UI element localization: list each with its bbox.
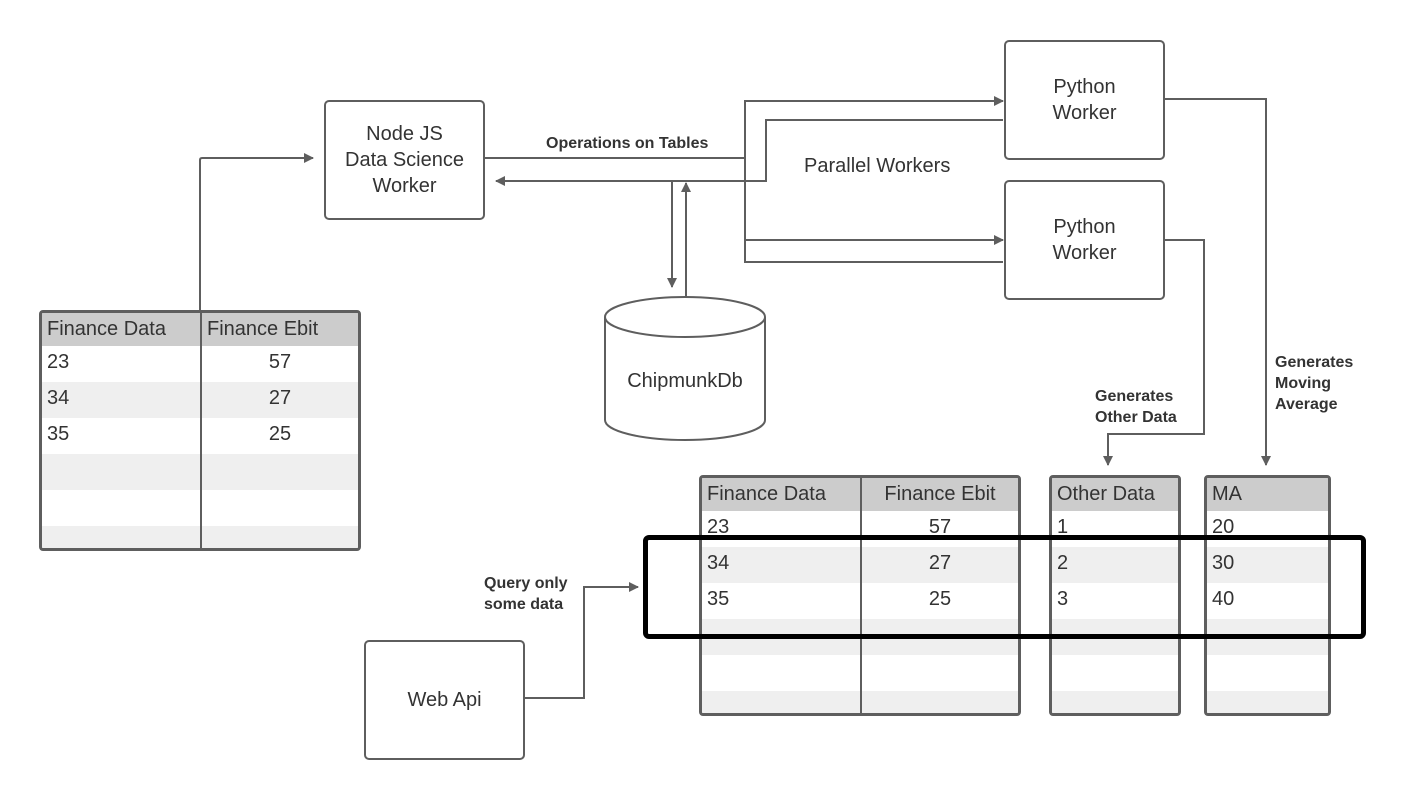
- table-header: Finance Data Finance Ebit: [702, 478, 1018, 511]
- generates-ma-label: Generates Moving Average: [1275, 354, 1354, 413]
- table-row: 20: [1207, 511, 1328, 547]
- table-row: 35 25: [702, 583, 1018, 619]
- table-header: Other Data: [1052, 478, 1178, 511]
- other-data-table: Other Data 1 2 3: [1049, 475, 1181, 716]
- table-row: [1052, 691, 1178, 713]
- cell: 2: [1057, 552, 1069, 574]
- source-finance-table: Finance Data Finance Ebit 23 57 34 27 35 25: [39, 310, 361, 551]
- cell: 30: [1212, 552, 1235, 574]
- cell: [862, 619, 1018, 655]
- cell: 35: [42, 418, 202, 454]
- generates-other-label: Generates Other Data: [1095, 388, 1177, 426]
- table-header: Finance Data Finance Ebit: [42, 313, 358, 346]
- header-finance-data: Finance Data: [42, 313, 202, 346]
- table-row: 3: [1052, 583, 1178, 619]
- table-row: [702, 655, 1018, 691]
- query-label: Query only some data: [484, 575, 568, 613]
- header-ma: MA: [1212, 483, 1242, 505]
- table-row: [42, 490, 358, 526]
- table-row: [702, 619, 1018, 655]
- cell: [702, 619, 862, 655]
- cell: 27: [928, 552, 952, 574]
- cell: 35: [702, 583, 862, 619]
- cell: 20: [1212, 516, 1235, 538]
- table-row: 2: [1052, 547, 1178, 583]
- web-api-node[interactable]: Web Api: [364, 640, 525, 760]
- parallel-workers-label: Parallel Workers: [804, 155, 951, 177]
- table-row: [42, 526, 358, 548]
- database-cylinder: [604, 296, 766, 441]
- connector-python1-to-node: [495, 119, 1003, 186]
- cell: 25: [268, 423, 292, 445]
- connector-webapi-to-table: [525, 582, 639, 699]
- connector-python2-to-other: [1103, 239, 1205, 466]
- web-api-label: Web Api: [407, 689, 482, 711]
- table-row: 23 57: [42, 346, 358, 382]
- table-row: [1207, 691, 1328, 713]
- python-worker-2-label: Python Worker: [1052, 216, 1117, 264]
- moving-average-table: MA 20 30 40: [1204, 475, 1331, 716]
- cell: 25: [928, 588, 952, 610]
- node-js-worker-label: Node JS Data Science Worker: [345, 123, 464, 197]
- cell: 3: [1057, 588, 1069, 610]
- connector-table-to-node: [199, 153, 314, 312]
- cell: 57: [268, 351, 292, 373]
- table-row: [1207, 655, 1328, 691]
- python-worker-2[interactable]: Python Worker: [1004, 180, 1165, 300]
- cell: [202, 454, 358, 490]
- cell: [42, 526, 202, 548]
- result-finance-table: Finance Data Finance Ebit 23 57 34 27 35 25: [699, 475, 1021, 716]
- cell: [1052, 655, 1178, 691]
- table-row: 34 27: [702, 547, 1018, 583]
- cell: [1207, 655, 1328, 691]
- table-row: 23 57: [702, 511, 1018, 547]
- table-row: [702, 691, 1018, 713]
- cell: [1052, 619, 1178, 655]
- cell: [1207, 619, 1328, 655]
- table-row: 1: [1052, 511, 1178, 547]
- node-js-worker[interactable]: Node JS Data Science Worker: [324, 100, 485, 220]
- python-worker-1[interactable]: Python Worker: [1004, 40, 1165, 160]
- header-finance-ebit: Finance Ebit: [207, 318, 319, 340]
- table-row: [1207, 619, 1328, 655]
- header-finance-ebit: Finance Ebit: [884, 483, 996, 505]
- table-row: 35 25: [42, 418, 358, 454]
- cell: [202, 526, 358, 548]
- cell: 1: [1057, 516, 1069, 538]
- chipmunk-db-label: ChipmunkDb: [627, 370, 743, 392]
- cell: 34: [702, 547, 862, 583]
- cell: [42, 454, 202, 490]
- cell: [202, 490, 358, 526]
- table-header: MA: [1207, 478, 1328, 511]
- table-row: 40: [1207, 583, 1328, 619]
- cell: [42, 490, 202, 526]
- cell: 27: [268, 387, 292, 409]
- cell: [862, 691, 1018, 713]
- cell: [1207, 691, 1328, 713]
- connector-node-to-python1: [485, 96, 1004, 159]
- cell: [702, 691, 862, 713]
- header-other-data: Other Data: [1057, 483, 1155, 505]
- cell: 23: [42, 346, 202, 382]
- table-row: [1052, 619, 1178, 655]
- table-row: [1052, 655, 1178, 691]
- connector-python2-to-node: [744, 181, 1003, 263]
- cell: [1052, 691, 1178, 713]
- connector-python1-to-ma: [1165, 98, 1271, 466]
- cell: 34: [42, 382, 202, 418]
- cell: 40: [1212, 588, 1235, 610]
- python-worker-1-label: Python Worker: [1052, 76, 1117, 124]
- table-row: 30: [1207, 547, 1328, 583]
- table-row: [42, 454, 358, 490]
- cell: [702, 655, 862, 691]
- header-finance-data: Finance Data: [702, 478, 862, 511]
- operations-label: Operations on Tables: [546, 135, 709, 152]
- cell: 23: [702, 511, 862, 547]
- cell: [862, 655, 1018, 691]
- table-row: 34 27: [42, 382, 358, 418]
- cell: 57: [928, 516, 952, 538]
